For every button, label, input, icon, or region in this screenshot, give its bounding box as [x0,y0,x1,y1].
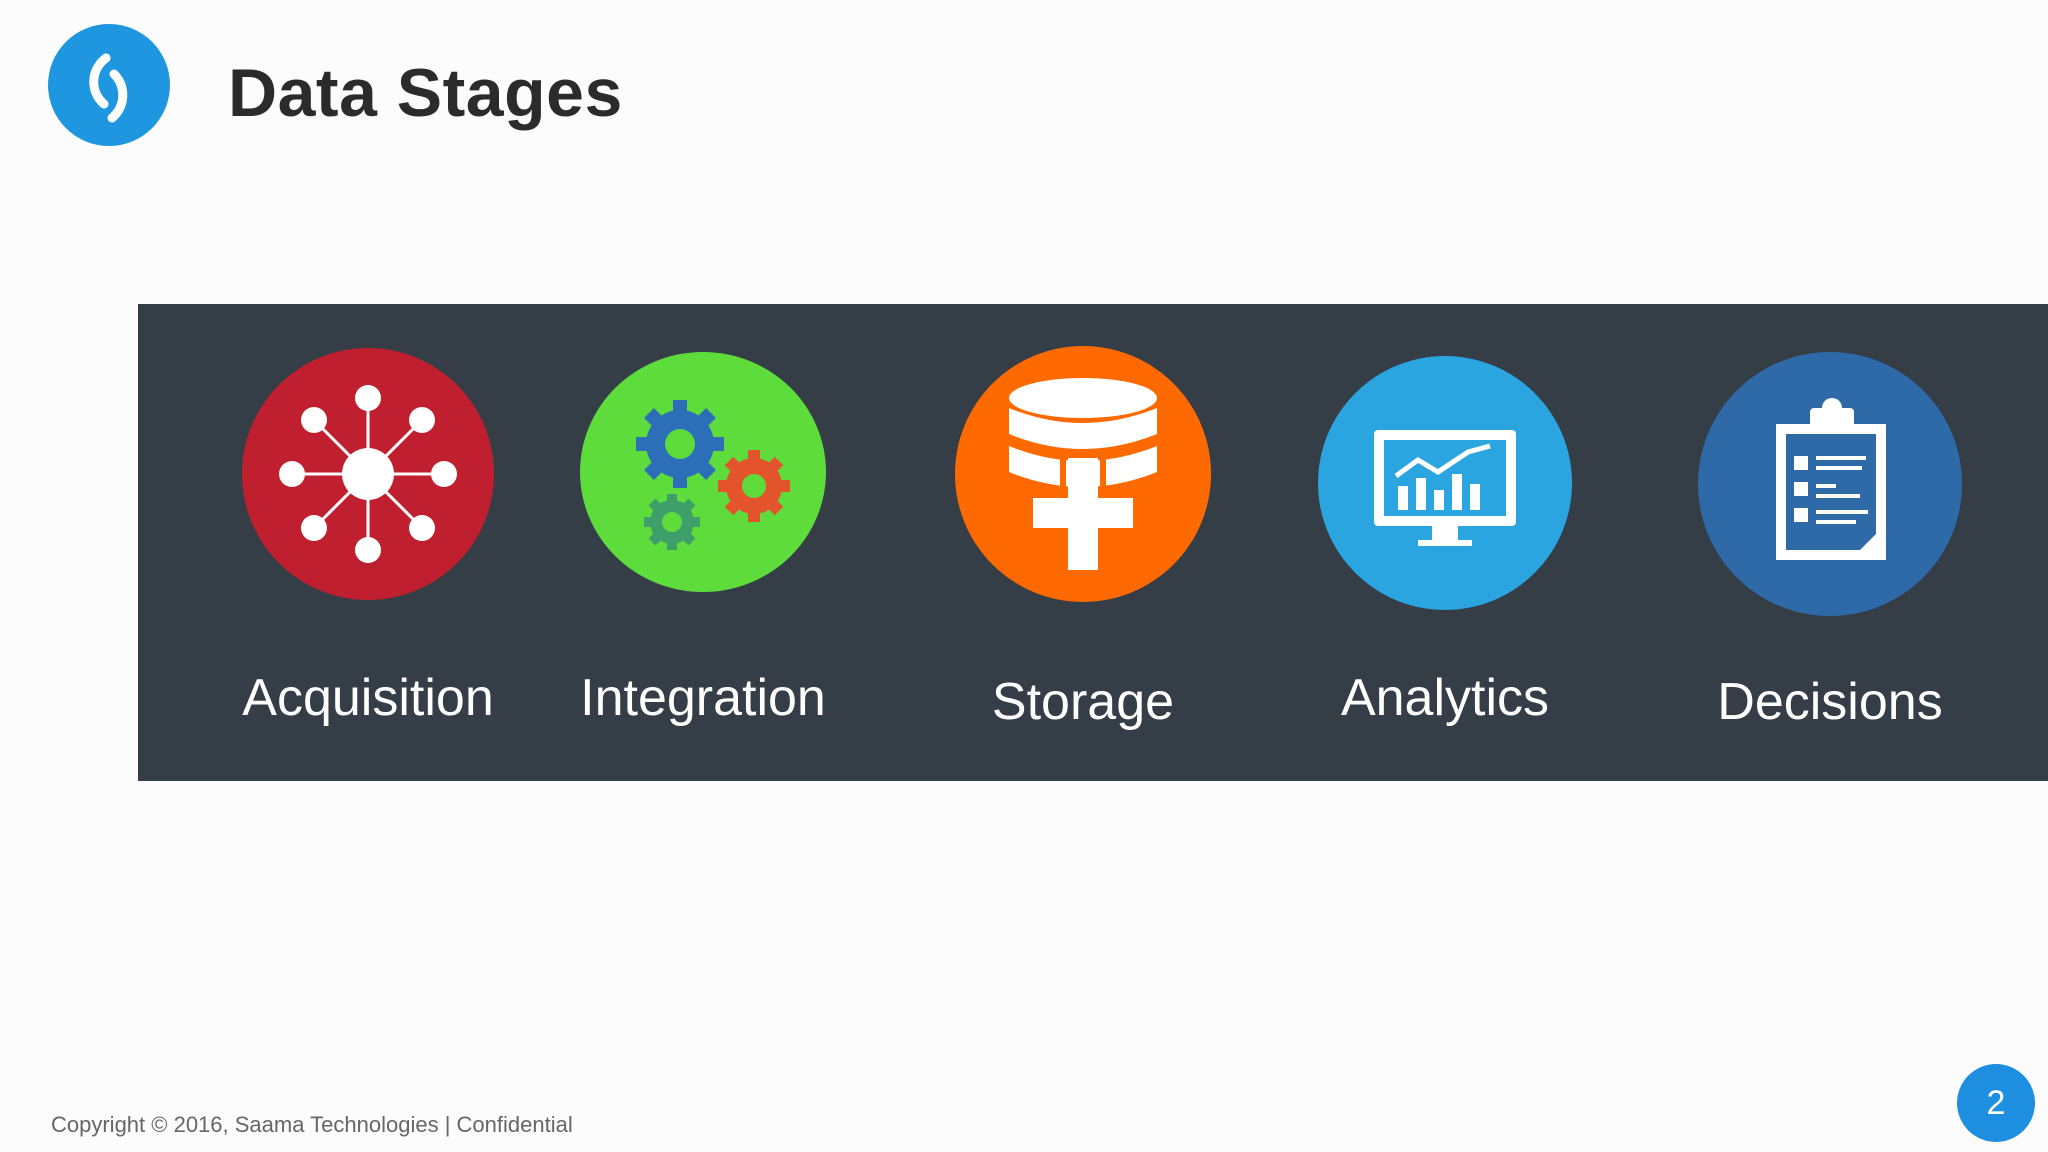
monitor-chart-icon [1318,356,1572,610]
network-hub-icon [242,348,494,600]
stage-label-decisions: Decisions [1717,673,1943,731]
page-number-badge: 2 [1957,1064,2035,1142]
stage-storage: Storage [893,304,1273,781]
stage-label-integration: Integration [580,669,826,727]
stage-label-analytics: Analytics [1340,669,1550,727]
stage-decisions: Decisions [1640,304,2020,781]
stage-integration: Integration [513,304,893,781]
clipboard-checklist-icon [1698,352,1962,616]
stage-label-storage: Storage [991,673,1175,731]
stage-label-acquisition: Acquisition [242,669,494,727]
stage-acquisition: Acquisition [178,304,558,781]
stage-analytics: Analytics [1255,304,1635,781]
saama-logo-icon [48,24,170,146]
copyright-footer: Copyright © 2016, Saama Technologies | C… [51,1112,573,1137]
stages-band: Acquisition [138,304,2048,781]
gears-icon [580,352,826,592]
database-plus-icon [955,346,1211,602]
slide-title: Data Stages [228,55,623,131]
